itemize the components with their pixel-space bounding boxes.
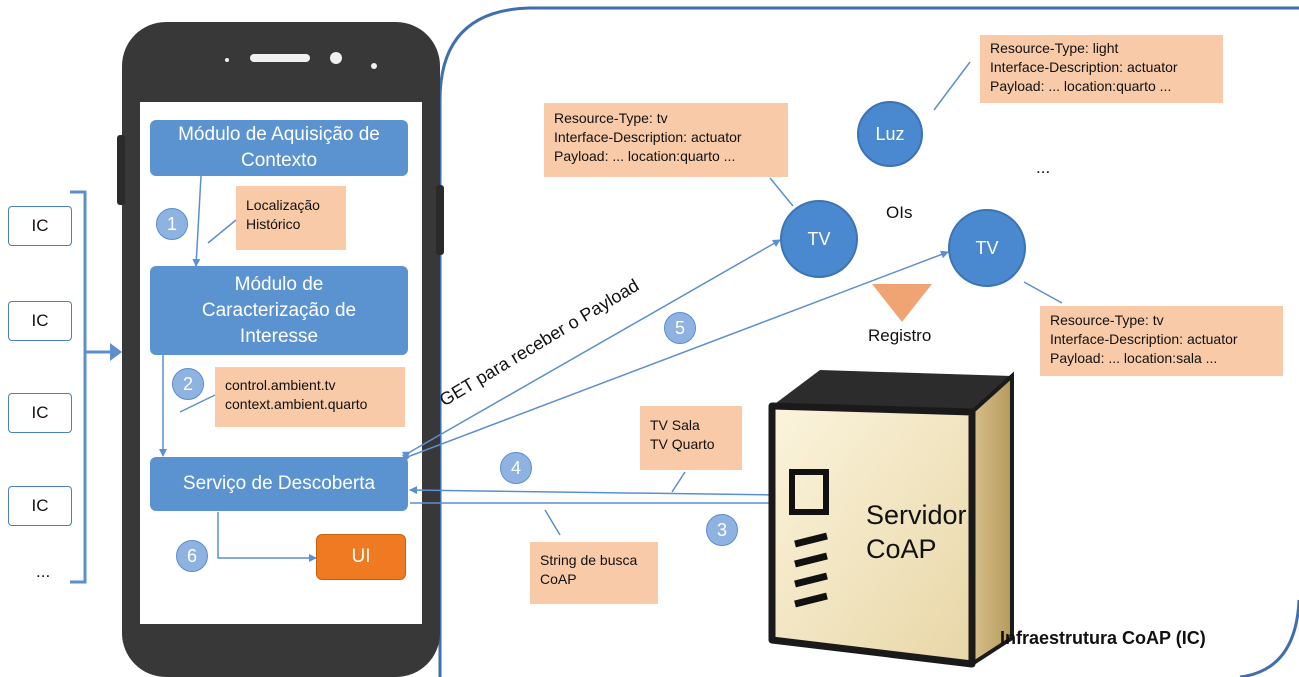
ui-box: UI	[316, 534, 406, 580]
ic-arrow-head	[110, 343, 122, 361]
step-2-badge: 2	[172, 368, 204, 400]
note-contexto-line-2: Histórico	[246, 216, 301, 232]
note-leader-interesse	[179, 394, 216, 413]
registro-label: Registro	[868, 326, 932, 345]
note-luz: Resource-Type: light Interface-Descripti…	[980, 35, 1223, 103]
note-luz-line-3: Payload: ... location:quarto ...	[990, 78, 1172, 94]
servidor-label-line-2: CoAP	[866, 534, 937, 564]
note-interesse-line-2: context.ambient.quarto	[225, 396, 368, 412]
infrastructure-corner	[1239, 599, 1299, 677]
note-tv-quarto-line-1: Resource-Type: tv	[554, 110, 668, 126]
ic-box-1: IC	[8, 206, 72, 246]
phone-sensor-2	[371, 63, 377, 69]
server-side	[970, 371, 1014, 668]
note-tv-quarto-line-3: Payload: ... location:quarto ...	[554, 148, 736, 164]
server-vent-1	[794, 532, 828, 548]
ic-ellipsis: ...	[36, 562, 51, 581]
note-resultado-line-2: TV Quarto	[650, 436, 715, 452]
phone-side-button-left	[117, 135, 125, 205]
phone-side-button-right	[436, 185, 444, 255]
phone-camera	[330, 52, 342, 64]
note-tv-sala: Resource-Type: tv Interface-Description:…	[1040, 306, 1283, 376]
note-contexto-line-1: Localização	[246, 197, 320, 213]
note-interesse-line-1: control.ambient.tv	[225, 377, 336, 393]
ic-box-4: IC	[8, 486, 72, 526]
modulo-caracterizacao-interesse: Módulo de Caracterização de Interesse	[150, 266, 408, 355]
step-1-badge: 1	[156, 208, 188, 240]
note-leader-luz	[933, 61, 971, 111]
arrow-aquisicao-to-caracterizacao	[192, 175, 202, 267]
oi-tv-quarto: TV	[780, 200, 858, 278]
server-vent-4	[794, 592, 828, 608]
step-3-badge: 3	[706, 514, 738, 546]
note-interesse: control.ambient.tv context.ambient.quart…	[215, 367, 405, 427]
server-top	[772, 370, 1012, 412]
modulo-aquisicao-contexto: Módulo de Aquisição de Contexto	[150, 120, 408, 176]
note-tv-sala-line-2: Interface-Description: actuator	[1050, 331, 1238, 347]
arrow-get-tv2	[402, 250, 949, 463]
note-leader-resultado	[671, 471, 686, 493]
note-busca-line-1: String de busca	[540, 552, 638, 568]
servidor-label-line-1: Servidor	[866, 500, 967, 530]
note-busca-line-2: CoAP	[540, 571, 577, 587]
note-tv-quarto-line-2: Interface-Description: actuator	[554, 129, 742, 145]
ic-bracket	[70, 190, 87, 584]
note-leader-busca	[544, 509, 561, 536]
note-leader-tv-quarto	[769, 177, 794, 207]
note-tv-sala-line-1: Resource-Type: tv	[1050, 312, 1164, 328]
registro-triangle	[872, 284, 932, 322]
oi-ellipsis: ...	[1036, 158, 1051, 177]
note-resultado: TV Sala TV Quarto	[640, 406, 742, 470]
infrastructure-boundary	[438, 6, 1299, 677]
step-4-badge: 4	[500, 452, 532, 484]
note-luz-line-1: Resource-Type: light	[990, 40, 1119, 56]
note-contexto: Localização Histórico	[236, 186, 346, 250]
servidor-coap-label: Servidor CoAP	[866, 498, 967, 566]
oi-luz: Luz	[857, 101, 923, 167]
servico-descoberta: Serviço de Descoberta	[150, 457, 408, 511]
note-leader-tv-sala	[1023, 281, 1063, 304]
note-tv-quarto: Resource-Type: tv Interface-Description:…	[544, 103, 788, 177]
server-drive-bay	[789, 469, 829, 515]
phone-sensor	[225, 58, 229, 62]
infraestrutura-label: Infraestrutura CoAP (IC)	[1000, 628, 1206, 648]
note-leader-contexto	[207, 219, 237, 244]
step-5-badge: 5	[664, 312, 696, 344]
ois-label: OIs	[886, 203, 913, 222]
note-luz-line-2: Interface-Description: actuator	[990, 59, 1178, 75]
arrow-descoberta-to-ui	[217, 512, 317, 562]
oi-tv-sala: TV	[948, 209, 1026, 287]
ic-box-2: IC	[8, 301, 72, 341]
note-busca: String de busca CoAP	[530, 542, 658, 604]
server-vent-3	[794, 572, 828, 588]
phone-speaker	[250, 54, 310, 62]
arrow-servidor-to-descoberta	[409, 486, 779, 496]
note-resultado-line-1: TV Sala	[650, 417, 700, 433]
note-tv-sala-line-3: Payload: ... location:sala ...	[1050, 350, 1218, 366]
server-vent-2	[794, 552, 828, 568]
ic-box-3: IC	[8, 393, 72, 433]
step-6-badge: 6	[176, 540, 208, 572]
